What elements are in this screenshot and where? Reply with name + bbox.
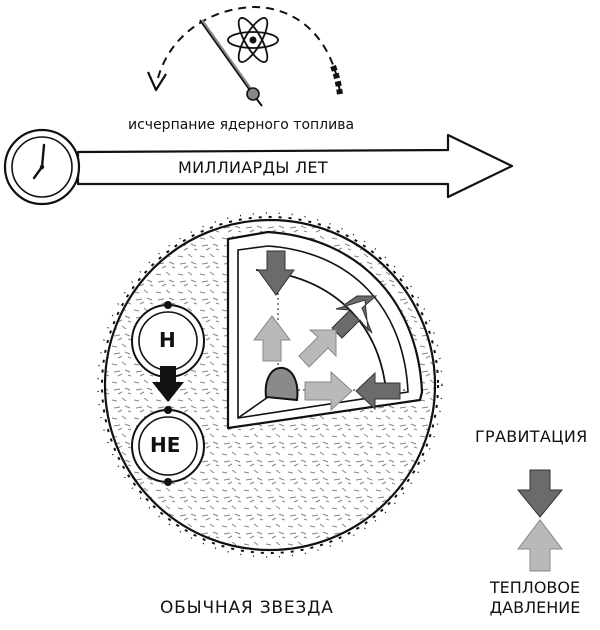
star-core xyxy=(264,366,299,402)
thermal-pressure-line2: ДАВЛЕНИЕ xyxy=(489,598,581,617)
arrow-down-icon xyxy=(516,469,564,518)
gravity-label: ГРАВИТАЦИЯ xyxy=(475,427,588,446)
helium-label: HE xyxy=(150,433,181,457)
timeline-arrow xyxy=(76,133,514,199)
thermal-pressure-line1: ТЕПЛОВОЕ xyxy=(489,578,581,597)
gravity-arrows xyxy=(257,250,401,411)
thermal-pressure-label: ТЕПЛОВОЕ ДАВЛЕНИЕ xyxy=(480,578,590,618)
clock-icon xyxy=(3,128,81,206)
timeline-label: МИЛЛИАРДЫ ЛЕТ xyxy=(178,158,328,177)
atom-icon xyxy=(227,17,279,63)
fuel-dial xyxy=(146,5,343,107)
fuel-exhaustion-label: исчерпание ядерного топлива xyxy=(128,117,355,133)
pressure-arrows xyxy=(253,315,353,412)
hydrogen-label: H xyxy=(159,328,176,352)
legend-arrows xyxy=(516,469,564,572)
arrow-up-icon xyxy=(516,519,564,572)
star-caption: ОБЫЧНАЯ ЗВЕЗДА xyxy=(160,598,334,618)
fusion-diagram xyxy=(131,301,205,486)
